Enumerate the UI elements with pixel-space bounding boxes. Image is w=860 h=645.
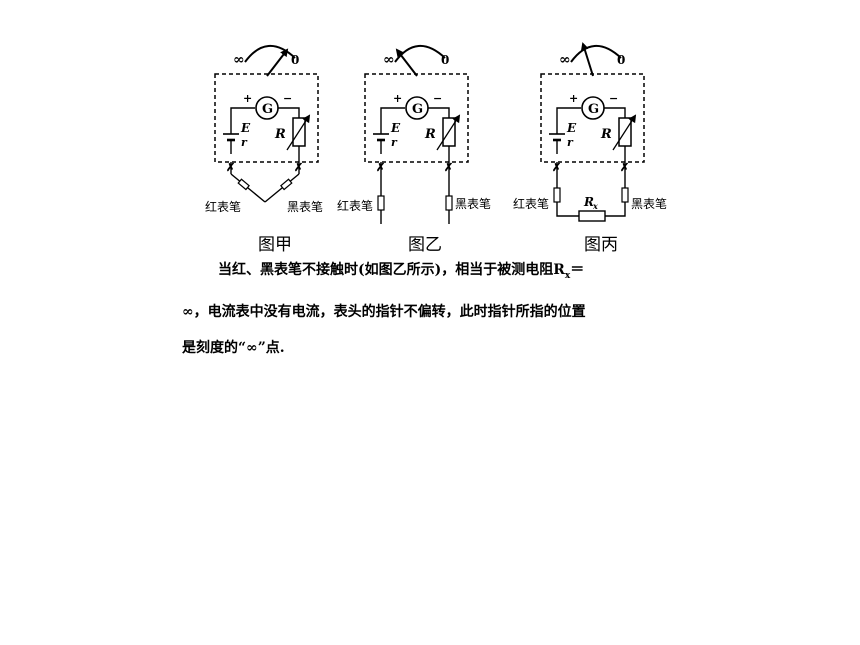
black-probe-label: 黑表笔 bbox=[455, 196, 491, 211]
svg-text:+: + bbox=[569, 92, 578, 105]
black-lead bbox=[264, 173, 300, 203]
svg-text:+: + bbox=[393, 92, 402, 105]
zero-mark: 0 bbox=[291, 53, 299, 67]
meter-scale-arc bbox=[244, 44, 296, 63]
svg-text:r: r bbox=[567, 136, 574, 149]
svg-text:r: r bbox=[241, 136, 248, 149]
svg-text:R: R bbox=[600, 127, 612, 142]
svg-text:G: G bbox=[588, 102, 599, 117]
ohmmeter-diagrams: ∞ 0 G + − E r R ✗ ✗ 红表笔 黑表笔 图甲 bbox=[205, 42, 667, 255]
explanation-text: 当红、黑表笔不接触时(如图乙所示)，相当于被测电阻Rx＝ ∞，电流表中没有电流，… bbox=[182, 252, 702, 366]
red-lead bbox=[556, 162, 579, 217]
svg-text:R: R bbox=[274, 127, 286, 142]
meter-pointer bbox=[580, 42, 594, 77]
meter-box bbox=[214, 73, 319, 163]
zero-mark: 0 bbox=[441, 53, 449, 67]
infinity-mark: ∞ bbox=[383, 52, 395, 68]
red-probe-label: 红表笔 bbox=[205, 199, 241, 214]
svg-text:E: E bbox=[390, 121, 401, 135]
black-probe-label: 黑表笔 bbox=[631, 196, 667, 211]
svg-text:r: r bbox=[391, 136, 398, 149]
text-line-3: 是刻度的“∞”点. bbox=[182, 339, 285, 356]
svg-text:G: G bbox=[412, 102, 423, 117]
figure-caption: 图乙 bbox=[408, 235, 442, 255]
figure-caption: 图丙 bbox=[584, 235, 618, 255]
figure-jia: ∞ 0 G + − E r R ✗ ✗ 红表笔 黑表笔 图甲 bbox=[205, 44, 323, 255]
meter-pointer bbox=[266, 48, 289, 77]
svg-text:−: − bbox=[283, 92, 292, 105]
meter-box bbox=[364, 73, 469, 163]
text-line-2: ∞，电流表中没有电流，表头的指针不偏转，此时指针所指的位置 bbox=[182, 303, 586, 320]
svg-text:−: − bbox=[433, 92, 442, 105]
black-lead bbox=[605, 162, 626, 217]
svg-text:x: x bbox=[592, 201, 598, 211]
infinity-mark: ∞ bbox=[559, 52, 571, 68]
svg-text:+: + bbox=[243, 92, 252, 105]
infinity-mark: ∞ bbox=[233, 52, 245, 68]
red-probe-label: 红表笔 bbox=[513, 196, 549, 211]
meter-scale-arc bbox=[570, 44, 622, 63]
figure-caption: 图甲 bbox=[258, 235, 292, 255]
svg-text:R: R bbox=[583, 195, 594, 209]
svg-text:E: E bbox=[240, 121, 251, 135]
meter-pointer bbox=[395, 48, 418, 77]
black-probe-label: 黑表笔 bbox=[287, 199, 323, 214]
meter-box bbox=[540, 73, 645, 163]
red-lead bbox=[230, 173, 266, 203]
zero-mark: 0 bbox=[617, 53, 625, 67]
resistor-rx bbox=[578, 210, 606, 222]
svg-text:−: − bbox=[609, 92, 618, 105]
meter-scale-arc bbox=[394, 44, 446, 63]
figure-bing: ∞ 0 G + − E r R ✗ ✗ R x 红表笔 黑表笔 图丙 bbox=[513, 42, 667, 255]
text-line-1: 当红、黑表笔不接触时(如图乙所示)，相当于被测电阻Rx＝ bbox=[218, 262, 585, 281]
svg-text:R: R bbox=[424, 127, 436, 142]
svg-text:E: E bbox=[566, 121, 577, 135]
red-probe-label: 红表笔 bbox=[337, 198, 373, 213]
figure-yi: ∞ 0 G + − E r R ✗ ✗ 红表笔 黑表笔 图乙 bbox=[337, 44, 491, 255]
svg-text:G: G bbox=[262, 102, 273, 117]
